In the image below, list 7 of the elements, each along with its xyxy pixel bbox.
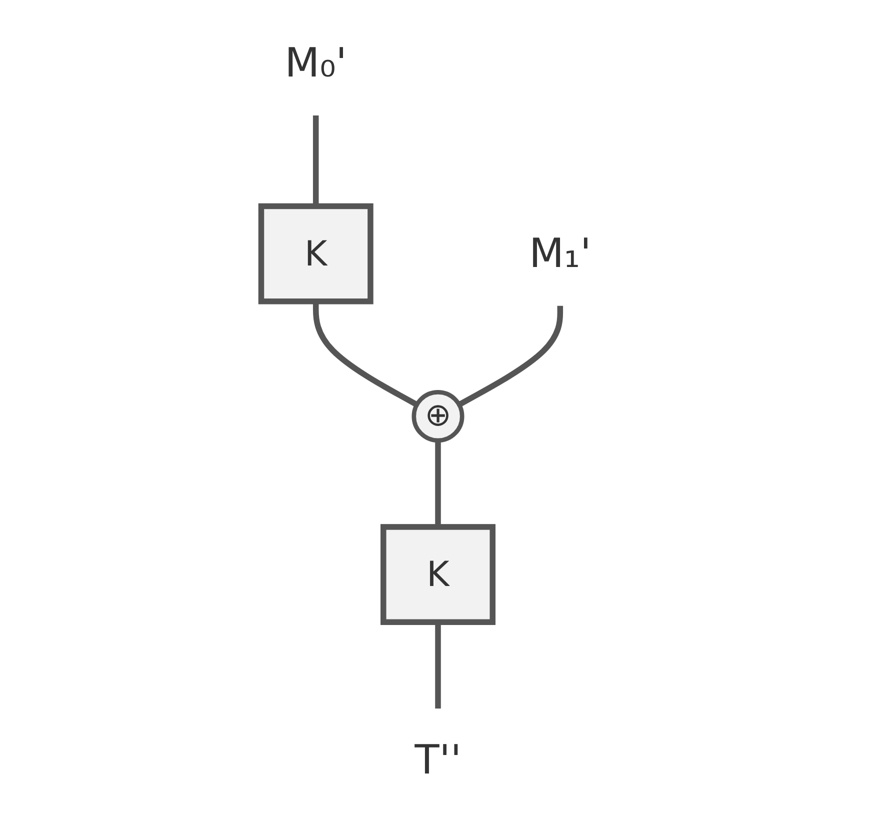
node-circle: ⊕ [412,390,464,443]
node-text: T'' [414,736,462,784]
connector [458,306,564,408]
node-text: M₁' [529,229,592,277]
node-text: M₀' [284,38,347,87]
node-box: K [258,203,374,304]
node-box: K [380,524,496,625]
